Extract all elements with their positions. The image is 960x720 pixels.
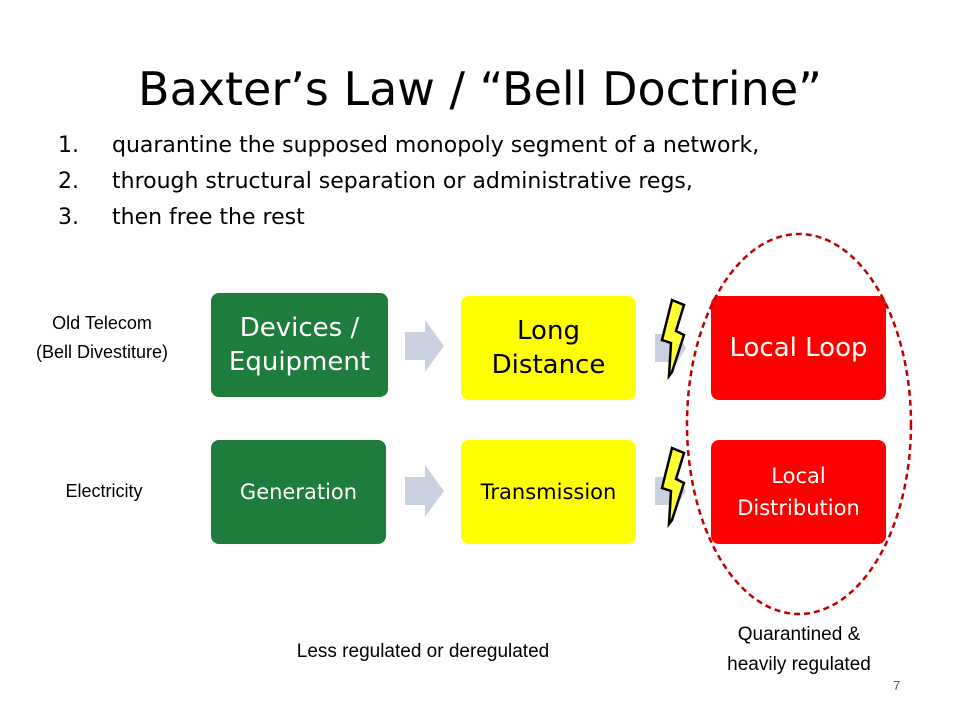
row-label-line: Old Telecom <box>52 313 152 333</box>
caption-line: heavily regulated <box>727 654 871 675</box>
list-item: 2. through structural separation or admi… <box>58 164 759 200</box>
lightning-bolt-icon <box>660 446 686 529</box>
box-generation: Generation <box>211 440 386 544</box>
list-item-number: 1. <box>58 133 79 158</box>
row-label-electricity: Electricity <box>14 477 194 506</box>
box-local-distribution: Local Distribution <box>711 440 886 544</box>
row-label-old-telecom: Old Telecom (Bell Divestiture) <box>12 309 192 367</box>
list-item-text: quarantine the supposed monopoly segment… <box>112 133 760 158</box>
page-number: 7 <box>893 678 901 693</box>
box-text-line: Long <box>517 316 580 346</box>
slide-title: Baxter’s Law / “Bell Doctrine” <box>138 62 822 116</box>
doctrine-steps-list: 1. quarantine the supposed monopoly segm… <box>58 128 759 236</box>
box-text-line: Distance <box>491 350 606 380</box>
box-text-line: Transmission <box>480 480 617 504</box>
arrow-right-icon <box>405 465 444 517</box>
box-transmission: Transmission <box>461 440 636 544</box>
box-text-line: Devices / <box>239 313 360 343</box>
caption-less-regulated: Less regulated or deregulated <box>296 641 550 662</box>
box-text-line: Distribution <box>737 496 860 520</box>
list-item: 1. quarantine the supposed monopoly segm… <box>58 128 759 164</box>
box-text-line: Local Loop <box>729 333 868 363</box>
row-label-line: (Bell Divestiture) <box>35 342 169 362</box>
lightning-bolt-icon <box>660 298 686 381</box>
arrow-right-icon <box>405 320 444 372</box>
list-item-number: 2. <box>58 169 79 194</box>
box-long-distance: Long Distance <box>461 296 636 400</box>
box-devices-equipment: Devices / Equipment <box>211 293 388 397</box>
row-label-line: Electricity <box>65 481 143 501</box>
quarantine-ellipse <box>685 232 913 616</box>
box-local-loop: Local Loop <box>711 296 886 400</box>
box-text-line: Equipment <box>228 347 371 377</box>
box-text-line: Local <box>771 464 826 488</box>
box-text-line: Generation <box>239 480 358 504</box>
caption-quarantined: Quarantined & heavily regulated <box>699 620 899 680</box>
list-item-text: through structural separation or adminis… <box>112 169 693 194</box>
list-item-number: 3. <box>58 205 79 230</box>
list-item: 3. then free the rest <box>58 200 759 236</box>
list-item-text: then free the rest <box>112 205 305 230</box>
caption-line: Quarantined & <box>737 624 861 645</box>
